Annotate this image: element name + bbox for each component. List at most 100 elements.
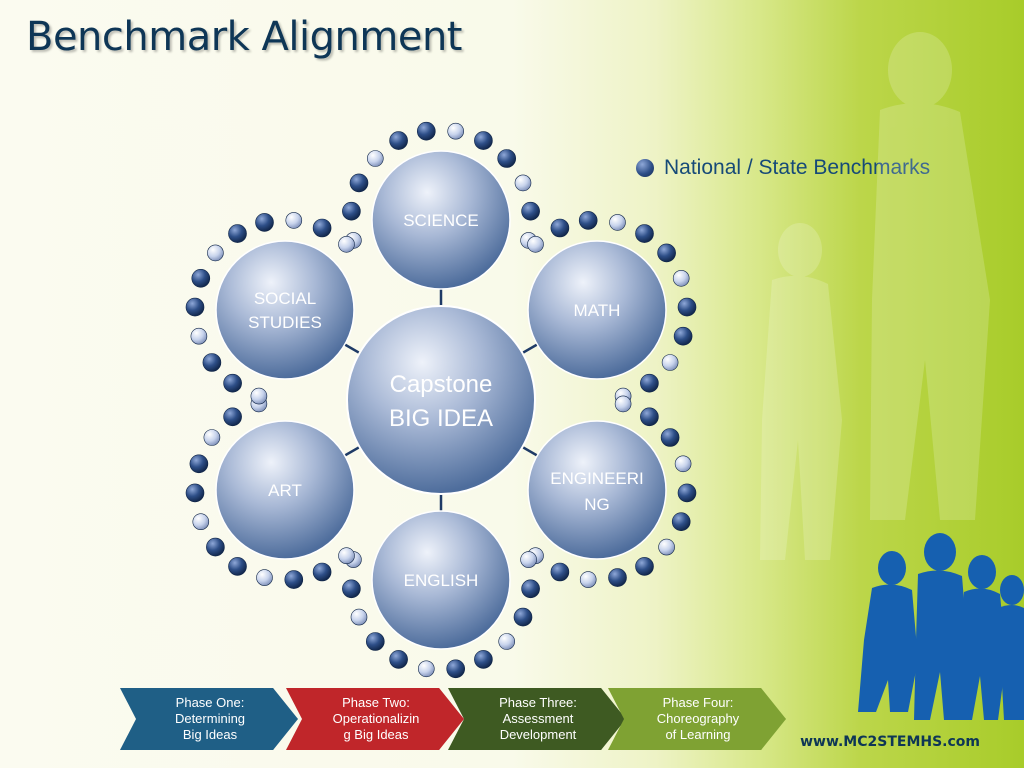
math-label: MATH [574, 301, 621, 320]
benchmark-bead-engineering [677, 483, 697, 503]
benchmark-dot-icon [636, 159, 654, 177]
benchmark-bead-science [474, 131, 493, 150]
benchmark-bead-engineering [614, 395, 632, 413]
benchmark-bead-art [203, 429, 221, 446]
benchmark-bead-social-studies [190, 327, 208, 345]
benchmark-bead-math [657, 243, 676, 263]
benchmark-bead-english [513, 607, 533, 627]
benchmark-bead-science [447, 122, 465, 140]
website-url: www.MC2STEMHS.com [800, 734, 980, 750]
subject-circle-math: MATH [527, 240, 667, 380]
benchmark-bead-math [635, 224, 654, 243]
phase-three-line2: Assessment [502, 711, 574, 726]
social-studies-label-line1: SOCIAL [254, 289, 316, 308]
benchmark-bead-engineering [579, 571, 597, 588]
phase-three-line1: Phase Three: [499, 695, 577, 710]
benchmark-bead-social-studies [191, 268, 211, 288]
benchmark-bead-english [498, 633, 516, 650]
benchmark-bead-english [389, 650, 408, 669]
benchmark-bead-science [416, 121, 436, 141]
phase-two-line1: Phase Two: [342, 695, 410, 710]
art-label: ART [268, 481, 302, 500]
social-studies-label-line2: STUDIES [248, 313, 322, 332]
phase-four-line2: Choreography [656, 711, 740, 726]
phase-one-line1: Phase One: [175, 695, 245, 710]
benchmark-bead-engineering [635, 557, 654, 576]
benchmark-bead-english [520, 551, 537, 568]
center-circle-capstone: Capstone BIG IDEA [346, 305, 536, 495]
benchmark-bead-science [521, 201, 540, 221]
benchmark-bead-science [342, 201, 361, 221]
benchmark-bead-art [338, 547, 355, 565]
benchmark-bead-social-studies [312, 218, 332, 238]
phase-one-line3: Big Ideas [182, 727, 238, 742]
benchmark-bead-engineering [674, 455, 692, 473]
benchmark-bead-math [672, 269, 690, 287]
page-title: Benchmark Alignment [26, 14, 463, 60]
science-label: SCIENCE [403, 211, 479, 230]
benchmark-bead-art [223, 407, 242, 427]
benchmark-bead-engineering [550, 562, 570, 582]
benchmark-bead-art [284, 570, 304, 589]
benchmark-bead-social-studies [207, 244, 224, 262]
benchmark-bead-math [677, 297, 697, 317]
benchmark-bead-math [550, 218, 570, 238]
benchmark-bead-art [189, 454, 209, 474]
benchmark-bead-english [474, 650, 493, 669]
benchmark-bead-english [446, 659, 466, 679]
benchmark-bead-social-studies [285, 212, 303, 229]
benchmark-bead-science [366, 150, 384, 167]
benchmark-bead-english [350, 608, 368, 626]
benchmark-bead-art [256, 569, 273, 586]
benchmark-bead-science [497, 149, 517, 168]
benchmark-bead-engineering [658, 538, 675, 556]
english-label: ENGLISH [404, 571, 479, 590]
subject-circle-social-studies: SOCIAL STUDIES [215, 240, 355, 380]
phase-four-line1: Phase Four: [662, 695, 734, 710]
phase-one-line2: Determining [174, 711, 246, 726]
engineering-label-line1: ENGINEERI [550, 469, 644, 488]
benchmark-bead-engineering [671, 512, 691, 532]
subject-circle-engineering: ENGINEERI NG [527, 420, 667, 560]
benchmark-bead-english [417, 660, 435, 678]
benchmark-bead-math [661, 354, 679, 371]
benchmark-bead-social-studies [223, 373, 242, 393]
legend-label: National / State Benchmarks [664, 156, 931, 179]
benchmark-bead-engineering [660, 428, 680, 447]
benchmark-bead-social-studies [338, 236, 355, 253]
subject-circle-english: ENGLISH [371, 510, 511, 650]
benchmark-bead-social-studies [228, 224, 247, 243]
benchmark-bead-art [312, 562, 332, 582]
phase-three-line3: Development [499, 727, 577, 742]
benchmark-bead-science [389, 131, 408, 150]
phase-two-line3: g Big Ideas [343, 727, 409, 742]
phase-four-line3: of Learning [665, 727, 731, 742]
subject-circle-art: ART [215, 420, 355, 560]
capstone-label-line1: Capstone [390, 371, 493, 398]
benchmark-bead-social-studies [255, 213, 274, 232]
subject-circle-science: SCIENCE [371, 150, 511, 290]
capstone-label-line2: BIG IDEA [389, 405, 493, 432]
benchmark-bead-engineering [640, 407, 659, 427]
legend: National / State Benchmarks [636, 156, 930, 180]
benchmark-bead-art [192, 513, 210, 531]
benchmark-bead-social-studies [250, 387, 268, 405]
benchmark-bead-science [349, 173, 369, 193]
benchmark-bead-engineering [608, 568, 627, 587]
engineering-label-line2: NG [584, 495, 610, 514]
benchmark-bead-math [640, 373, 659, 393]
benchmark-bead-math [527, 236, 544, 253]
benchmark-bead-social-studies [202, 353, 222, 372]
benchmark-beads [185, 121, 697, 679]
benchmark-bead-english [365, 632, 385, 651]
benchmark-bead-math [609, 214, 626, 231]
benchmark-bead-art [228, 557, 247, 576]
benchmark-bead-english [521, 579, 540, 599]
benchmark-bead-english [342, 579, 361, 599]
